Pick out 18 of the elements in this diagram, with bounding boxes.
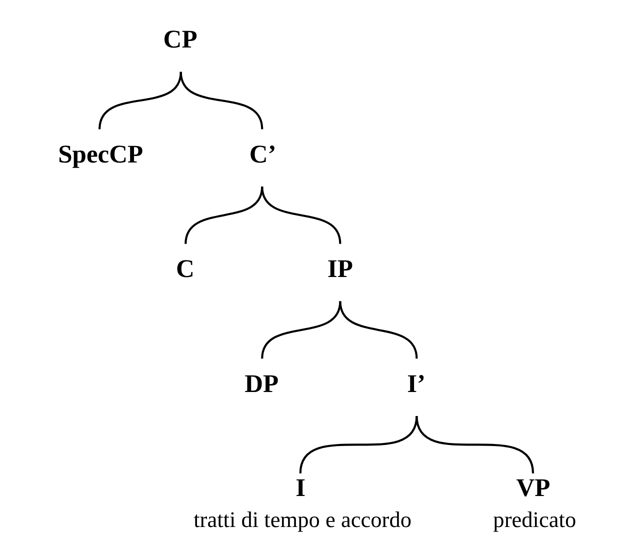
connector xyxy=(179,72,263,130)
node-text: CP xyxy=(162,24,197,54)
node-text: VP xyxy=(516,473,550,502)
node-text: I’ xyxy=(406,368,426,398)
connector xyxy=(415,416,534,474)
node-text: I xyxy=(295,473,305,502)
connector xyxy=(260,186,341,244)
node-text: C xyxy=(176,254,194,284)
node-label: tratti di tempo e accordo xyxy=(193,507,412,532)
connector xyxy=(338,301,418,359)
node-text: DP xyxy=(244,368,278,398)
node-text: IP xyxy=(326,254,352,284)
connector xyxy=(260,301,341,359)
connector xyxy=(98,72,182,130)
node-label: predicato xyxy=(492,507,576,532)
connector xyxy=(298,416,418,474)
node-text: C’ xyxy=(248,139,276,168)
node-text: SpecCP xyxy=(58,139,143,168)
